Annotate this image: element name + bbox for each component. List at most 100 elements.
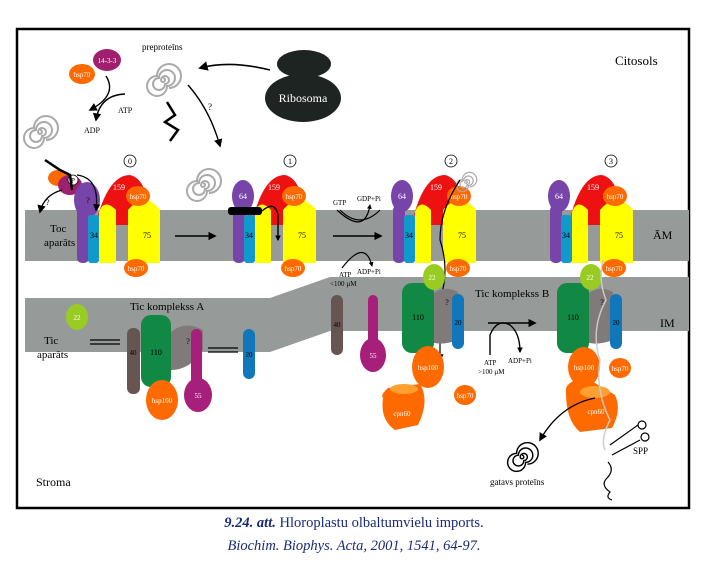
stroma-label: Stroma bbox=[36, 475, 71, 489]
svg-text:?: ? bbox=[445, 298, 449, 307]
outer-membrane-label: ĀM bbox=[653, 228, 673, 242]
svg-text:75: 75 bbox=[615, 231, 623, 240]
svg-text:GDP+Pi: GDP+Pi bbox=[357, 195, 381, 203]
svg-text:hsp100: hsp100 bbox=[152, 397, 173, 405]
energy-exchange-1: GTP GDP+Pi ATP <100 µM ADP+Pi bbox=[330, 195, 383, 288]
figure-number: 9.24. att. bbox=[224, 515, 276, 531]
cytosol-label: Citosols bbox=[615, 53, 658, 68]
svg-text:hsp100: hsp100 bbox=[574, 364, 595, 372]
svg-text:hsp70: hsp70 bbox=[606, 265, 623, 273]
tic-complex-b-step-2: 110 ? 20 22 hsp100 hsp70 cpn60 bbox=[382, 264, 476, 430]
svg-text:20: 20 bbox=[246, 351, 254, 359]
figure-reference: Biochim. Biophys. Acta, 2001, 1541, 64-9… bbox=[227, 538, 481, 554]
preprotein-signal-tail bbox=[162, 101, 180, 142]
tic55-free-stem bbox=[368, 295, 378, 350]
mature-protein-spiral bbox=[506, 441, 539, 473]
svg-text:hsp70: hsp70 bbox=[128, 265, 145, 273]
ribosome-label: Ribosoma bbox=[279, 91, 328, 105]
toc-complex-step-3: 64 34 159 75 hsp70 hsp70 bbox=[548, 175, 633, 277]
svg-text:cpn60: cpn60 bbox=[587, 408, 605, 416]
step-2-marker: 2 bbox=[444, 154, 458, 168]
svg-text:75: 75 bbox=[458, 231, 466, 240]
svg-text:55: 55 bbox=[370, 352, 378, 360]
svg-text:?: ? bbox=[86, 196, 90, 205]
svg-text:159: 159 bbox=[587, 183, 599, 192]
scissors-icon bbox=[609, 420, 650, 456]
svg-text:22: 22 bbox=[429, 274, 437, 282]
tic-apparatus-label-1: Tic bbox=[44, 335, 58, 347]
tic20-free bbox=[243, 329, 255, 379]
energy-exchange-2: ATP >100 µM ADP+Pi bbox=[478, 318, 537, 376]
svg-text:?: ? bbox=[600, 298, 604, 307]
protein-hsp70-cytosol bbox=[69, 64, 95, 84]
svg-text:hsp70: hsp70 bbox=[286, 193, 303, 201]
svg-text:hsp70: hsp70 bbox=[607, 193, 624, 201]
step-3-marker: 3 bbox=[604, 154, 618, 168]
toc-apparatus-label-1: Toc bbox=[50, 223, 66, 235]
tic40-free bbox=[331, 295, 343, 355]
svg-text:22: 22 bbox=[587, 274, 595, 282]
question-mark-ribosome: ? bbox=[208, 102, 212, 112]
arrow-preprotein-to-step1 bbox=[187, 84, 223, 148]
svg-text:>100 µM: >100 µM bbox=[478, 368, 505, 376]
svg-text:<100 µM: <100 µM bbox=[330, 280, 357, 288]
svg-text:159: 159 bbox=[268, 183, 280, 192]
preproteins-label: preproteīns bbox=[142, 42, 183, 52]
step-0-marker: 0 bbox=[123, 154, 137, 168]
figure-title: Hloroplastu olbaltumvielu imports. bbox=[275, 515, 484, 531]
svg-text:22: 22 bbox=[74, 314, 82, 322]
protein-14-3-3-label: 14-3-3 bbox=[98, 57, 117, 65]
tic-complex-a-label: Tic komplekss A bbox=[130, 301, 204, 313]
svg-text:75: 75 bbox=[298, 231, 306, 240]
svg-text:3: 3 bbox=[609, 157, 613, 166]
svg-text:159: 159 bbox=[113, 183, 125, 192]
svg-text:hsp70: hsp70 bbox=[612, 365, 629, 373]
svg-text:hsp70: hsp70 bbox=[130, 193, 147, 201]
svg-text:55: 55 bbox=[195, 392, 203, 400]
protein-14-3-3 bbox=[93, 49, 121, 71]
svg-text:110: 110 bbox=[567, 313, 579, 322]
equilibrium-arrows-1 bbox=[90, 339, 120, 345]
svg-text:hsp70: hsp70 bbox=[457, 392, 474, 400]
ribosome: Ribosoma bbox=[265, 50, 341, 122]
svg-text:hsp70: hsp70 bbox=[285, 265, 302, 273]
svg-text:ATP: ATP bbox=[339, 271, 352, 279]
svg-text:P: P bbox=[71, 177, 75, 185]
arrow-ribosome-to-preprotein bbox=[198, 61, 271, 71]
svg-text:20: 20 bbox=[613, 319, 621, 327]
tic-complex-b-label: Tic komplekss B bbox=[475, 288, 549, 300]
svg-text:159: 159 bbox=[430, 183, 442, 192]
svg-text:34: 34 bbox=[405, 231, 413, 240]
figure-border bbox=[15, 27, 691, 510]
step-1-marker: 1 bbox=[283, 154, 297, 168]
arrow-to-mature-protein bbox=[539, 397, 596, 442]
toc-complex-step-2: 64 34 159 75 hsp70 hsp70 bbox=[391, 171, 478, 362]
svg-text:75: 75 bbox=[143, 231, 151, 240]
svg-text:?: ? bbox=[186, 337, 190, 346]
svg-text:GTP: GTP bbox=[333, 199, 346, 207]
toc-complex-step-0: P ? 34 159 75 hsp70 hsp70 ? bbox=[23, 115, 160, 277]
svg-text:0: 0 bbox=[128, 157, 132, 166]
toc-complex-step-1: 64 34 159 75 hsp70 hsp70 bbox=[186, 168, 316, 277]
tic22-free bbox=[66, 304, 88, 330]
svg-text:40: 40 bbox=[334, 321, 342, 329]
tic55-free bbox=[360, 338, 386, 372]
arrow-atp-hydrolysis bbox=[88, 75, 111, 111]
figure-caption: 9.24. att. Hloroplastu olbaltumvielu imp… bbox=[0, 515, 708, 532]
inner-membrane-label: IM bbox=[660, 316, 675, 330]
tic-complex-b-step-3: 110 ? 20 22 hsp100 hsp70 cpn60 bbox=[557, 259, 631, 451]
svg-text:40: 40 bbox=[130, 349, 138, 357]
svg-text:34: 34 bbox=[90, 231, 98, 240]
svg-text:cpn60: cpn60 bbox=[393, 410, 411, 418]
protein-hsp70-cytosol-label: hsp70 bbox=[74, 71, 91, 79]
svg-text:ADP+Pi: ADP+Pi bbox=[357, 268, 381, 276]
spp-label: SPP bbox=[633, 446, 648, 456]
cleaved-signal-peptide bbox=[603, 461, 613, 501]
svg-text:64: 64 bbox=[555, 192, 563, 201]
svg-text:20: 20 bbox=[455, 319, 463, 327]
svg-text:1: 1 bbox=[288, 157, 292, 166]
preprotein-spiral-step0 bbox=[23, 115, 59, 149]
mature-protein-label: gatavs proteīns bbox=[490, 477, 545, 487]
arrow-atp-in bbox=[92, 93, 126, 122]
